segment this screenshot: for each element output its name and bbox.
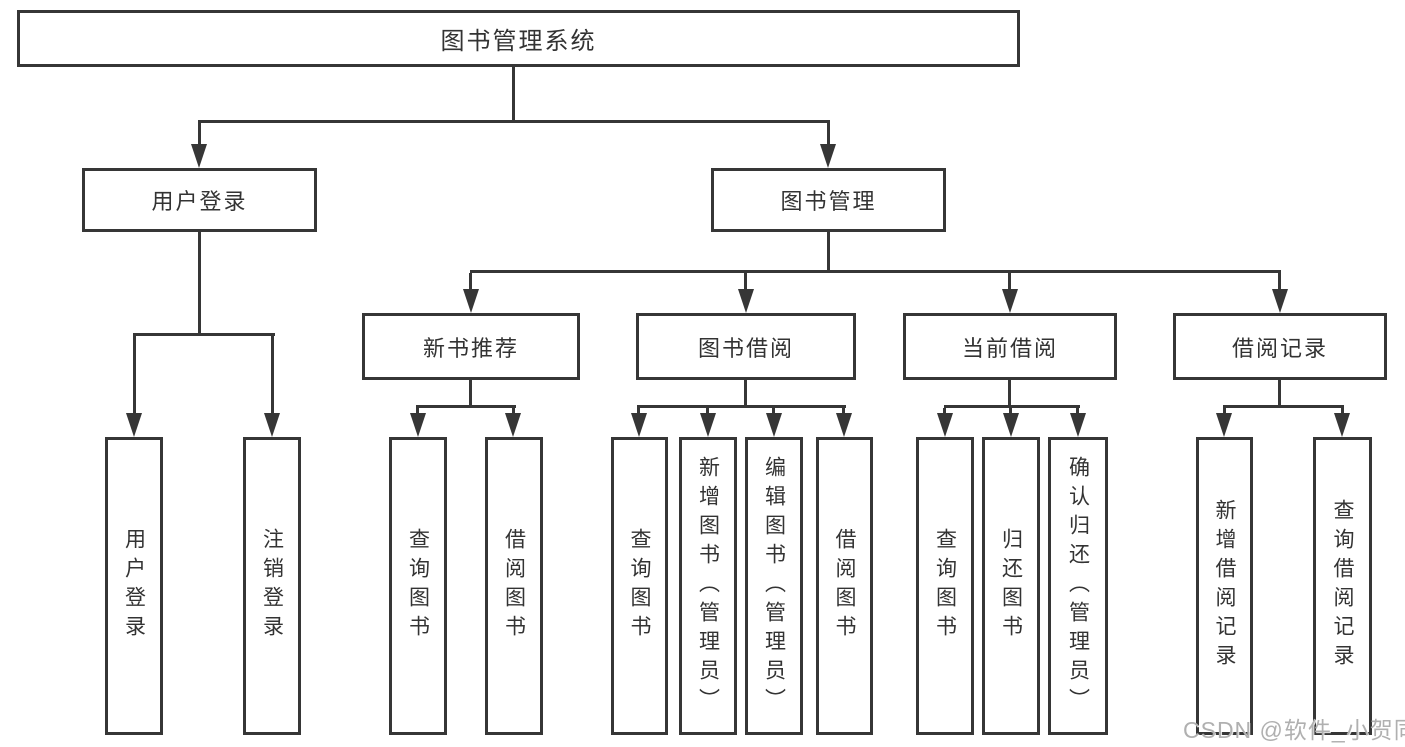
connector-userlogin-rail <box>133 333 275 336</box>
arrow-down-icon <box>1216 413 1232 437</box>
connector-drop <box>198 120 201 148</box>
connector-drop <box>133 336 136 415</box>
node-user-login: 用户登录 <box>82 168 317 232</box>
node-book-management: 图书管理 <box>711 168 946 232</box>
arrow-down-icon <box>631 413 647 437</box>
leaf-confirm-return-admin: 确认归还（管理员） <box>1048 437 1108 735</box>
connector-newbook-stem <box>469 380 472 408</box>
connector-currentborrow-rail <box>944 405 1080 408</box>
connector-drop <box>512 408 515 415</box>
connector-userlogin-stem <box>198 232 201 336</box>
leaf-borrow-books-2: 借阅图书 <box>816 437 873 735</box>
connector-currentborrow-stem <box>1008 380 1011 408</box>
connector-bookborrow-stem <box>744 380 747 408</box>
arrow-down-icon <box>836 413 852 437</box>
connector-drop <box>1009 408 1012 415</box>
arrow-down-icon <box>505 413 521 437</box>
arrow-down-icon <box>463 289 479 313</box>
arrow-down-icon <box>191 144 207 168</box>
connector-drop <box>706 408 709 415</box>
connector-bookmgmt-stem <box>827 232 830 273</box>
leaf-query-books-3: 查询图书 <box>916 437 974 735</box>
connector-drop <box>772 408 775 415</box>
leaf-query-borrow-record: 查询借阅记录 <box>1313 437 1372 735</box>
connector-drop <box>1278 273 1281 291</box>
connector-drop <box>637 408 640 415</box>
arrow-down-icon <box>1070 413 1086 437</box>
leaf-user-login: 用户登录 <box>105 437 163 735</box>
connector-drop <box>744 273 747 291</box>
arrow-down-icon <box>937 413 953 437</box>
arrow-down-icon <box>1272 289 1288 313</box>
connector-drop <box>469 273 472 291</box>
node-book-borrow: 图书借阅 <box>636 313 856 380</box>
node-root-library-system: 图书管理系统 <box>17 10 1020 67</box>
arrow-down-icon <box>820 144 836 168</box>
connector-level3-rail <box>470 270 1281 273</box>
arrow-down-icon <box>1003 413 1019 437</box>
arrow-down-icon <box>700 413 716 437</box>
connector-borrowrecords-rail <box>1223 405 1344 408</box>
connector-newbook-rail <box>416 405 516 408</box>
arrow-down-icon <box>766 413 782 437</box>
arrow-down-icon <box>126 413 142 437</box>
node-current-borrow: 当前借阅 <box>903 313 1117 380</box>
arrow-down-icon <box>1334 413 1350 437</box>
leaf-borrow-books: 借阅图书 <box>485 437 543 735</box>
leaf-edit-books-admin: 编辑图书（管理员） <box>745 437 803 735</box>
connector-drop <box>271 336 274 415</box>
connector-drop <box>943 408 946 415</box>
connector-drop <box>1008 273 1011 291</box>
connector-drop <box>827 120 830 148</box>
arrow-down-icon <box>264 413 280 437</box>
connector-drop <box>1076 408 1079 415</box>
csdn-watermark: CSDN @软件_小贺同学 <box>1183 717 1405 743</box>
connector-drop <box>1341 408 1344 415</box>
arrow-down-icon <box>1002 289 1018 313</box>
connector-drop <box>842 408 845 415</box>
connector-drop <box>1223 408 1226 415</box>
connector-borrowrecords-stem <box>1278 380 1281 408</box>
leaf-add-books-admin: 新增图书（管理员） <box>679 437 737 735</box>
leaf-add-borrow-record: 新增借阅记录 <box>1196 437 1253 735</box>
node-borrow-records: 借阅记录 <box>1173 313 1387 380</box>
leaf-return-books: 归还图书 <box>982 437 1040 735</box>
node-new-book-recommend: 新书推荐 <box>362 313 580 380</box>
leaf-query-books: 查询图书 <box>389 437 447 735</box>
leaf-logout: 注销登录 <box>243 437 301 735</box>
leaf-query-books-2: 查询图书 <box>611 437 668 735</box>
connector-level2-rail <box>198 120 830 123</box>
connector-drop <box>416 408 419 415</box>
connector-bookborrow-rail <box>637 405 846 408</box>
arrow-down-icon <box>738 289 754 313</box>
arrow-down-icon <box>410 413 426 437</box>
connector-root-stem <box>512 67 515 123</box>
